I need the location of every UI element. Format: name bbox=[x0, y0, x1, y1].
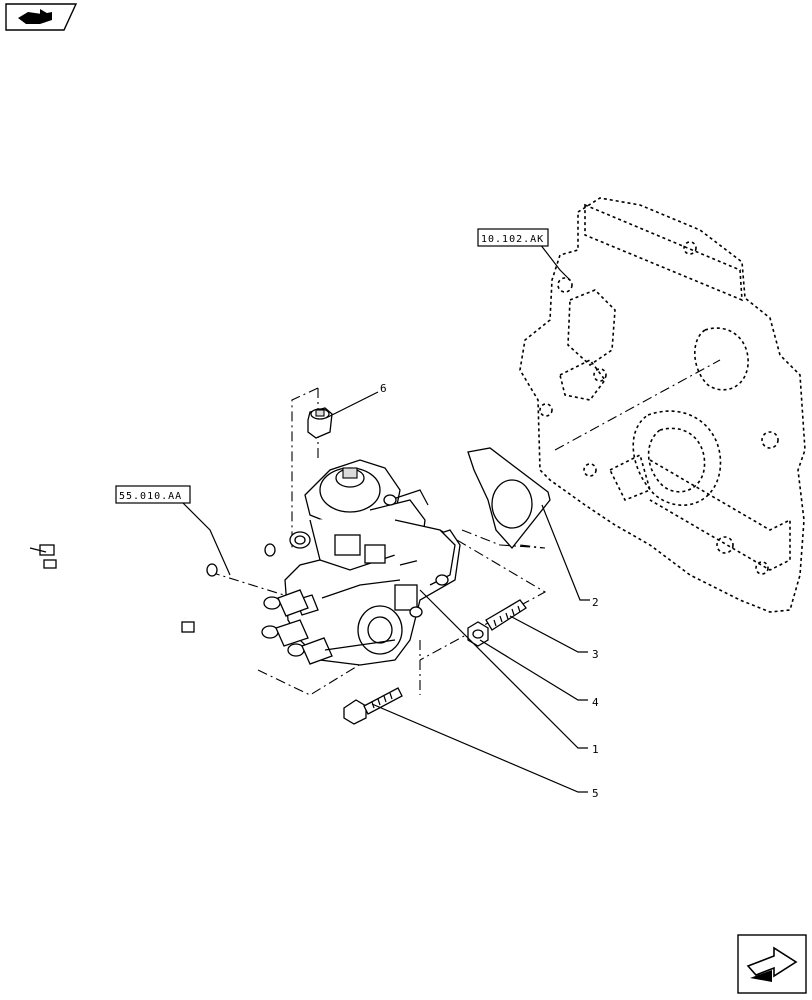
callout-4: 4 bbox=[592, 696, 599, 709]
bolt bbox=[343, 687, 403, 725]
stud bbox=[485, 599, 527, 631]
timing-cover-outline bbox=[519, 197, 806, 613]
reference-box-timing-cover[interactable]: 10.102.AK bbox=[477, 228, 549, 247]
next-page-arrow-icon[interactable] bbox=[737, 934, 807, 994]
nut bbox=[467, 621, 489, 647]
callout-3: 3 bbox=[592, 648, 599, 661]
callout-5: 5 bbox=[592, 787, 599, 800]
svg-text:10.102.AK: 10.102.AK bbox=[481, 234, 544, 245]
callout-2: 2 bbox=[592, 596, 599, 609]
svg-text:55.010.AA: 55.010.AA bbox=[119, 491, 182, 502]
book-arrow-icon[interactable] bbox=[5, 3, 78, 31]
fuel-return-pipe bbox=[13, 517, 276, 644]
plug bbox=[307, 407, 333, 439]
callout-1: 1 bbox=[592, 743, 599, 756]
gasket bbox=[467, 447, 551, 550]
assembly-centerlines bbox=[209, 359, 721, 713]
callout-6: 6 bbox=[380, 382, 387, 395]
leader-lines bbox=[179, 243, 590, 793]
reference-box-fuel-lines[interactable]: 55.010.AA bbox=[115, 485, 191, 504]
fuel-injection-pump bbox=[261, 459, 461, 666]
